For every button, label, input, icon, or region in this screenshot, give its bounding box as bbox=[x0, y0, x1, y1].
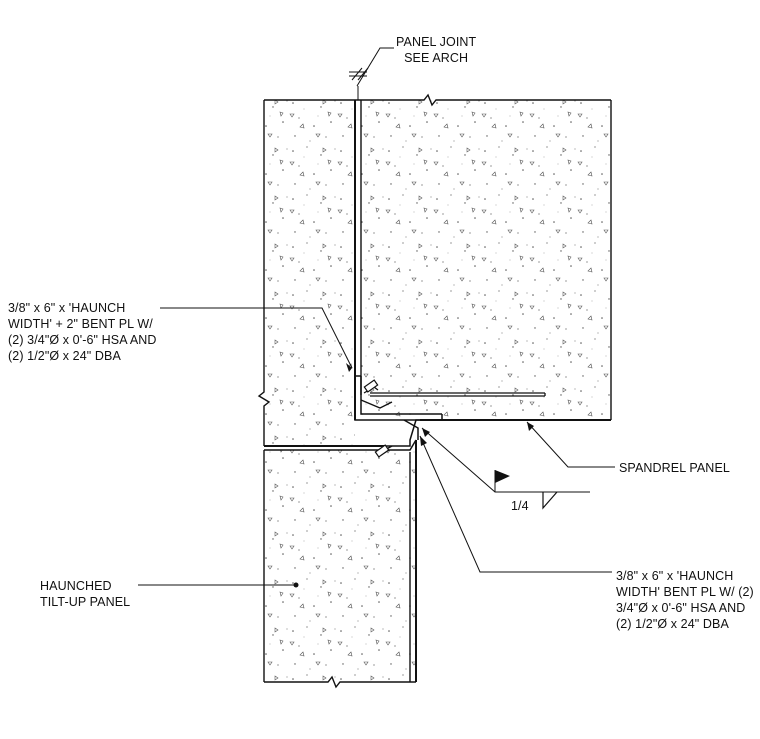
spandrel-leader bbox=[526, 421, 615, 468]
haunched-line-1: HAUNCHED bbox=[40, 579, 112, 593]
leader-dot-icon bbox=[293, 582, 299, 588]
upper-plate-line-3: (2) 3/4"Ø x 0'-6" HSA AND bbox=[8, 333, 157, 347]
arrow-icon bbox=[422, 428, 430, 437]
panel-outlines bbox=[257, 93, 612, 689]
panel-joint-note: PANEL JOINT SEE ARCH bbox=[396, 34, 476, 66]
lower-plate-line-3: 3/4"Ø x 0'-6" HSA AND bbox=[616, 601, 746, 615]
lower-plate-leader bbox=[419, 435, 612, 573]
upper-anchor-bars bbox=[360, 386, 546, 409]
arrow-icon bbox=[420, 436, 427, 446]
lower-bent-plate-note: 3/8" x 6" x 'HAUNCH WIDTH' BENT PL W/ (2… bbox=[616, 568, 754, 632]
weld-symbol bbox=[421, 427, 590, 493]
spandrel-panel-note: SPANDREL PANEL bbox=[619, 460, 730, 476]
upper-bent-plate-note: 3/8" x 6" x 'HAUNCH WIDTH' + 2" BENT PL … bbox=[8, 300, 157, 364]
upper-plate-leader bbox=[160, 307, 353, 369]
spandrel-panel-label: SPANDREL PANEL bbox=[619, 461, 730, 475]
lower-plate-line-2: WIDTH' BENT PL W/ (2) bbox=[616, 585, 754, 599]
field-weld-flag-icon bbox=[495, 470, 510, 483]
lower-plate-line-1: 3/8" x 6" x 'HAUNCH bbox=[616, 569, 734, 583]
upper-plate-line-1: 3/8" x 6" x 'HAUNCH bbox=[8, 301, 126, 315]
haunched-line-2: TILT-UP PANEL bbox=[40, 595, 131, 609]
arrow-icon bbox=[527, 422, 534, 431]
upper-bent-plate bbox=[354, 375, 443, 421]
haunched-panel-note: HAUNCHED TILT-UP PANEL bbox=[40, 578, 130, 610]
weld-size-label: 1/4 bbox=[511, 499, 529, 513]
arrow-icon bbox=[346, 363, 352, 372]
haunched-tilt-up-panel bbox=[264, 450, 416, 682]
spandrel-panel bbox=[361, 100, 611, 420]
fillet-weld-triangle-icon bbox=[542, 491, 558, 510]
panel-joint-leader bbox=[349, 47, 394, 100]
upper-plate-line-4: (2) 1/2"Ø x 24" DBA bbox=[8, 349, 121, 363]
upper-left-panel bbox=[264, 100, 355, 446]
panel-joint-line-1: PANEL JOINT bbox=[396, 35, 477, 49]
lower-plate-line-4: (2) 1/2"Ø x 24" DBA bbox=[616, 617, 729, 631]
upper-plate-line-2: WIDTH' + 2" BENT PL W/ bbox=[8, 317, 153, 331]
weld-size-note: 1/4 bbox=[511, 498, 529, 514]
headed-stud-icon bbox=[363, 379, 390, 458]
panel-joint-line-2: SEE ARCH bbox=[404, 51, 469, 65]
